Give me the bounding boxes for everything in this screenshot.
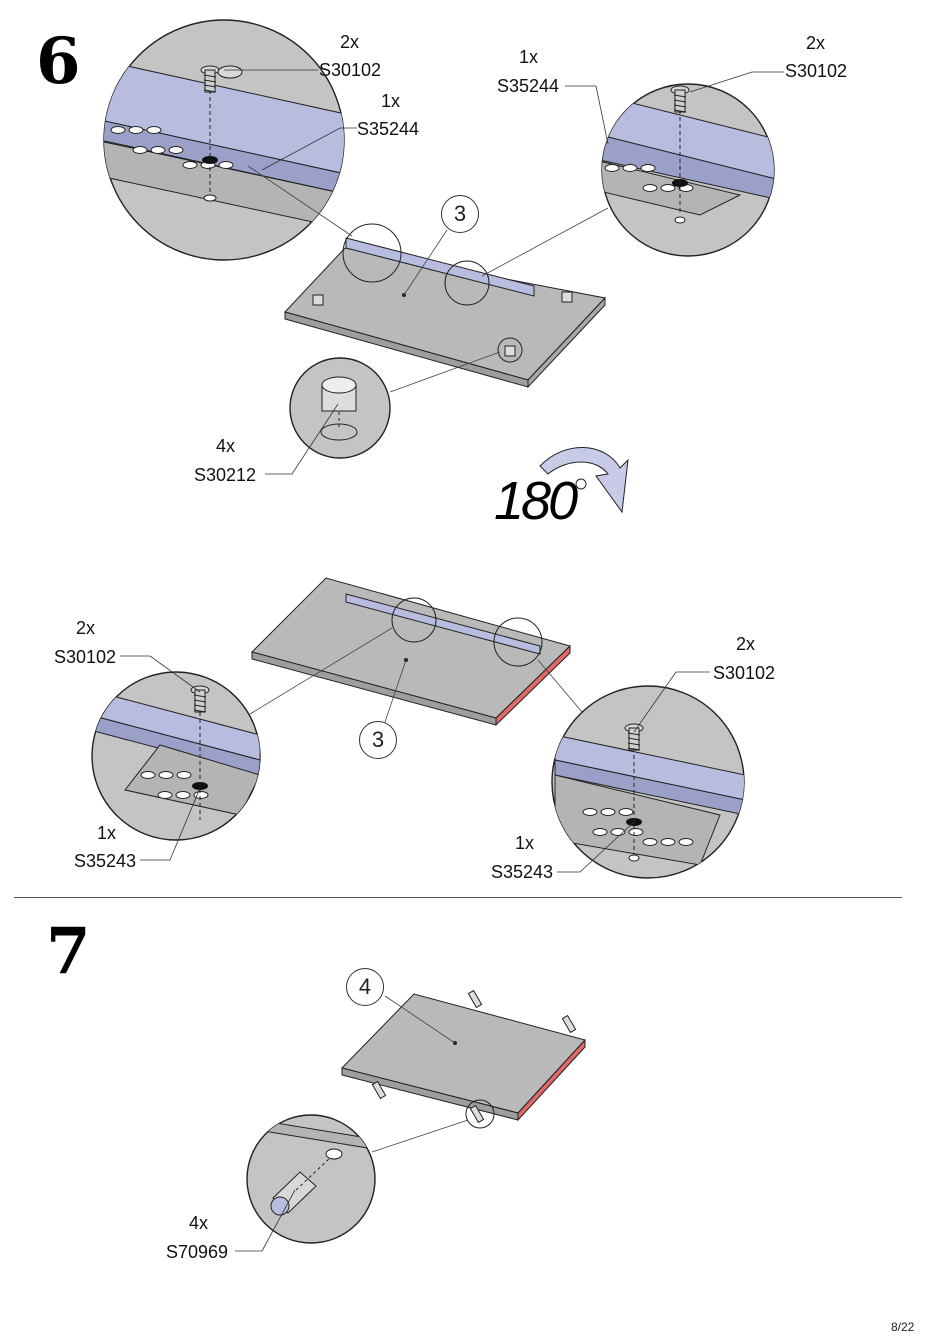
zoom-detail-rail-top-left: [103, 19, 345, 261]
panel-3-top-view: [247, 165, 609, 393]
rotation-label: 180: [494, 471, 578, 531]
callout-part-code: S30102: [785, 61, 848, 81]
callout-quantity: 2x: [736, 634, 756, 654]
callout-quantity: 2x: [76, 618, 96, 638]
callout-part-code: S35244: [357, 119, 420, 139]
zoom-detail-cam-fitting: [289, 357, 391, 459]
callout-quantity: 4x: [189, 1213, 209, 1233]
callout-quantity: 1x: [519, 47, 539, 67]
callout-quantity: 1x: [97, 823, 117, 843]
zoom-detail-rail-top-right: [601, 83, 775, 257]
callout-quantity: 2x: [340, 32, 360, 52]
callout-part-code: S30102: [319, 60, 382, 80]
part-number-3-bottom: 3: [359, 721, 397, 759]
rotate-180-arrow-icon: [539, 447, 629, 514]
zoom-detail-rail-bottom-left: [91, 671, 261, 841]
callout-part-code: S30102: [54, 647, 117, 667]
callout-part-code: S35243: [491, 862, 554, 882]
part-number-3-top: 3: [441, 195, 479, 233]
section-divider: [14, 897, 902, 898]
callout-leader-lines: [120, 69, 784, 1252]
panel-3-flipped-view: [249, 577, 583, 727]
callout-quantity: 1x: [515, 833, 535, 853]
callout-part-code: S35244: [497, 76, 560, 96]
callout-quantity: 1x: [381, 91, 401, 111]
zoom-detail-rail-bottom-right: [551, 685, 745, 879]
callout-quantity: 2x: [806, 33, 826, 53]
step-number-7: 7: [46, 914, 91, 989]
panel-4-view: [341, 989, 586, 1153]
part-number-4: 4: [346, 968, 384, 1006]
callout-part-code: S35243: [74, 851, 137, 871]
callout-part-code: S70969: [166, 1242, 229, 1262]
callout-part-code: S30102: [713, 663, 776, 683]
callout-part-code: S30212: [194, 465, 257, 485]
page-number: 8/22: [891, 1320, 915, 1334]
zoom-detail-dowel: [246, 1114, 376, 1244]
callout-quantity: 4x: [216, 436, 236, 456]
step-number-6: 6: [36, 24, 81, 99]
